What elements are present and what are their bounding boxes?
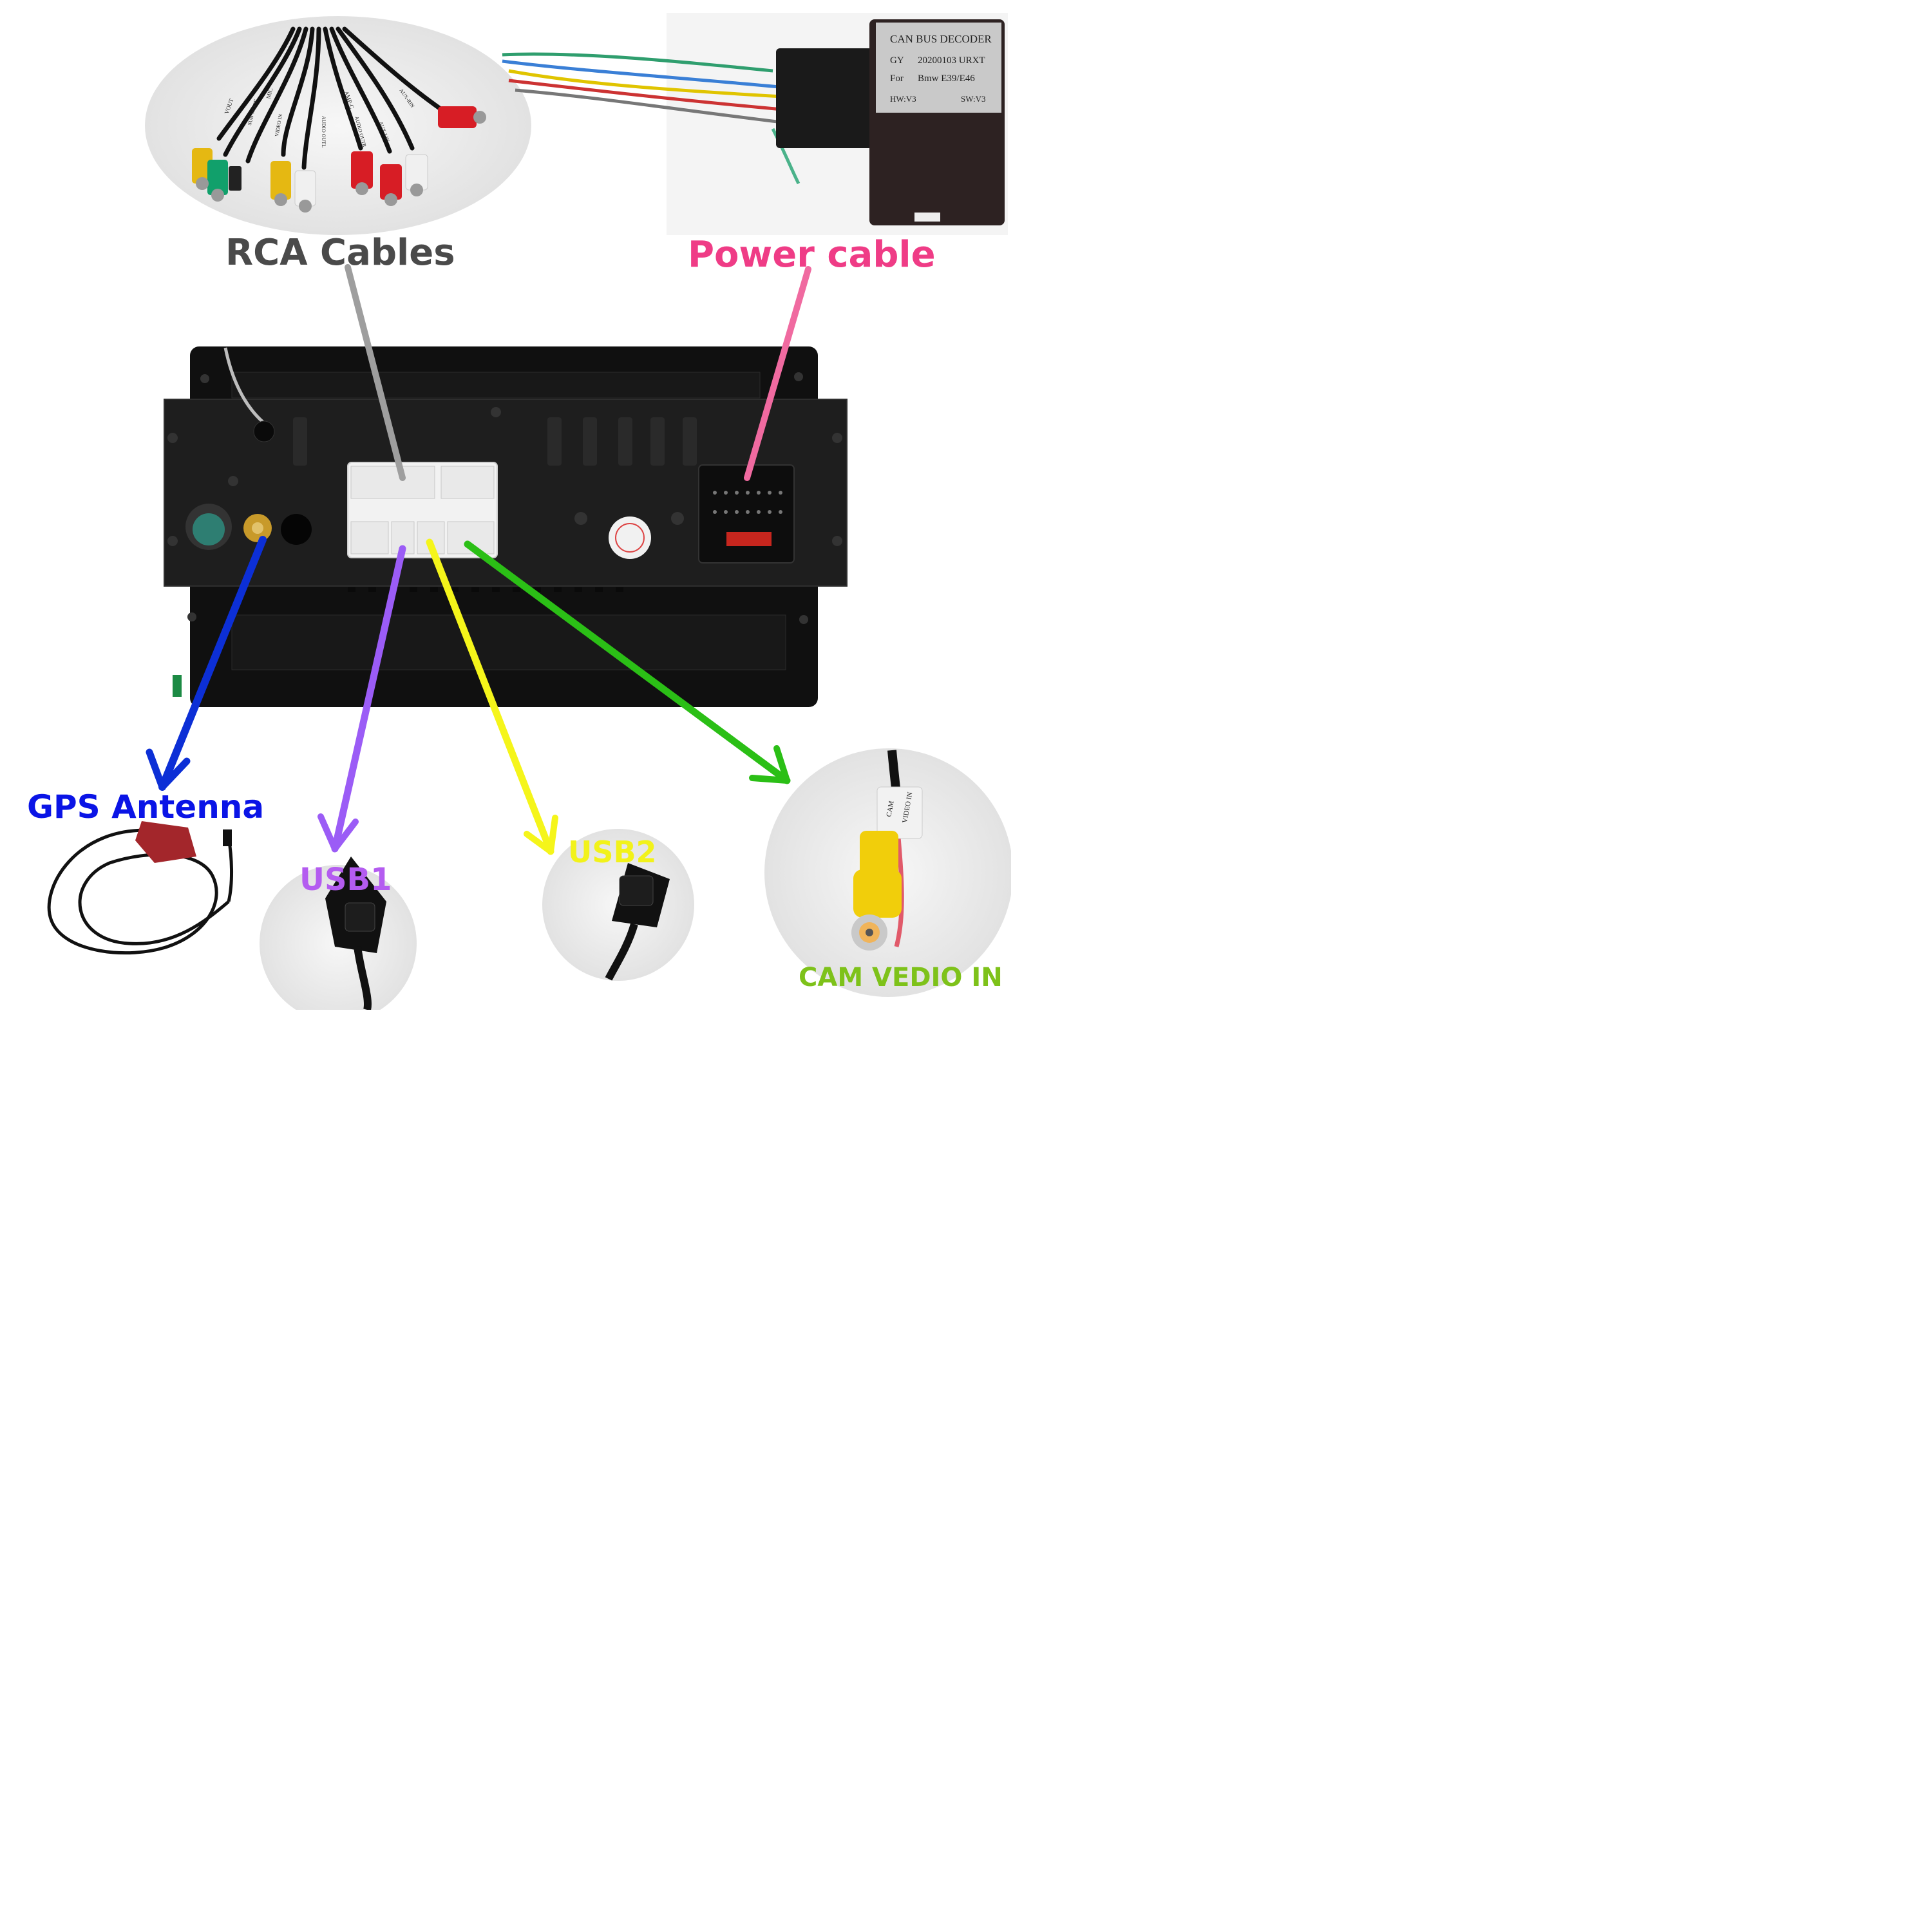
decoder-label-sticker — [876, 23, 1001, 113]
iso-power-socket — [698, 464, 795, 564]
decoder-label-sw: SW:V3 — [961, 94, 986, 104]
rca-tag-audio-outl: AUDIO OUTL — [321, 115, 327, 148]
usb1-photo — [260, 857, 417, 1010]
gps-arrow-head — [146, 748, 191, 791]
usb1-arrow-line — [331, 545, 406, 853]
usb1-label: USB1 — [299, 862, 392, 898]
rca-plugs — [192, 106, 486, 213]
power-arrow — [744, 266, 811, 481]
main-connector-block — [347, 462, 498, 558]
rca-cables-photo — [145, 16, 531, 235]
decoder-label-line1: CAN BUS DECODER — [890, 33, 992, 45]
usb2-arrow-line — [426, 538, 554, 855]
cam-arrow-head — [749, 745, 790, 784]
decoder-label-gy: GY — [890, 55, 904, 66]
power-cable-photo: CAN BUS DECODER GY 20200103 URXT For Bmw… — [502, 13, 1008, 235]
usb2-arrow-head — [524, 815, 558, 855]
decoder-label-hw: HW:V3 — [890, 94, 916, 104]
diagram-canvas: CAN BUS DECODER GY 20200103 URXT For Bmw… — [47, 13, 1011, 1010]
gps-arrow-line — [158, 536, 267, 791]
cam-video-in-label: CAM VEDIO IN — [799, 963, 1003, 992]
usb1-arrow-head — [317, 813, 359, 852]
cam-arrow-line — [464, 540, 791, 784]
cam-video-in-photo — [764, 748, 1011, 997]
power-cable-label: Power cable — [688, 234, 936, 276]
usb2-label: USB2 — [568, 835, 657, 869]
rca-arrow — [345, 264, 406, 481]
iso-connector — [776, 48, 873, 148]
usb2-photo — [542, 829, 694, 981]
gps-antenna-label: GPS Antenna — [27, 788, 265, 826]
rca-cables-label: RCA Cables — [225, 232, 455, 274]
arrows — [146, 264, 811, 855]
gps-antenna-photo — [47, 821, 234, 955]
decoder-label-model: Bmw E39/E46 — [918, 73, 975, 84]
decoder-label-date: 20200103 URXT — [918, 55, 985, 66]
head-unit-rear — [164, 346, 848, 707]
decoder-label-for: For — [890, 73, 904, 84]
